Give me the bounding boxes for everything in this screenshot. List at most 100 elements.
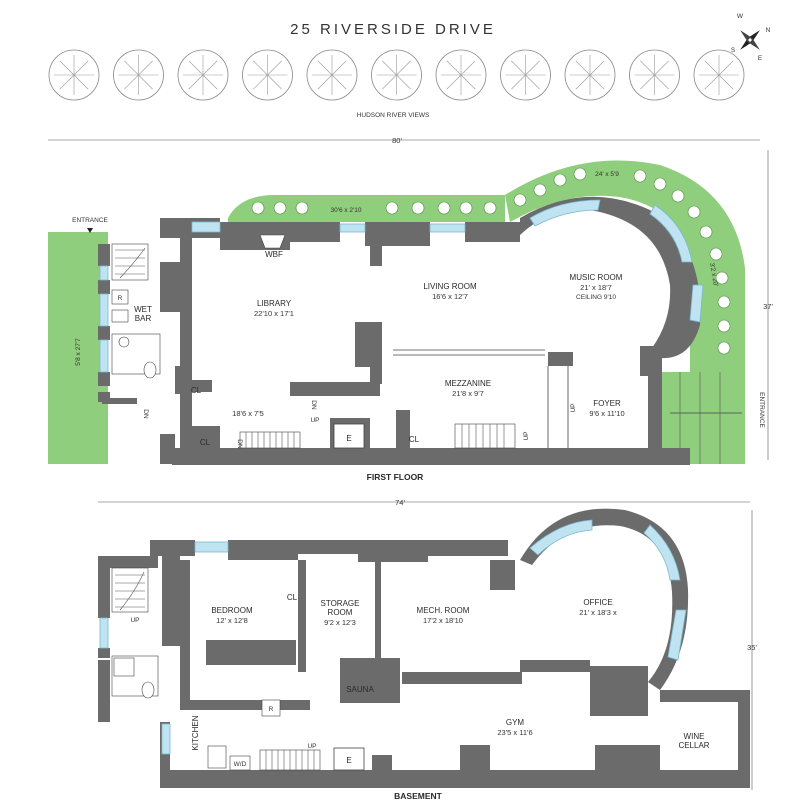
tree-branch xyxy=(589,74,605,90)
wbf-label: WBF xyxy=(265,250,283,259)
dn-label-3: DN xyxy=(310,400,317,410)
tree-branch xyxy=(511,74,526,90)
music-room-label: MUSIC ROOM xyxy=(570,273,623,282)
tree-branch xyxy=(446,60,462,76)
entrance-right-label: ENTRANCE xyxy=(758,392,765,428)
shrub-icon xyxy=(715,271,729,285)
tree-branch xyxy=(317,60,333,76)
tree-branch xyxy=(704,60,720,76)
tree-branch xyxy=(575,74,591,90)
curved-terrace xyxy=(505,160,745,372)
fridge-label: R xyxy=(118,295,123,302)
shrub-icon xyxy=(687,205,701,219)
mezzanine-label: MEZZANINE xyxy=(445,379,491,388)
shrub-icon xyxy=(671,189,685,203)
shrub-icon xyxy=(385,201,399,215)
sink-icon xyxy=(118,336,130,348)
tree-branch xyxy=(718,60,734,76)
basement-up-label-1: UP xyxy=(130,617,139,624)
tree-branch xyxy=(704,74,720,90)
basement-width-dim: 74' xyxy=(395,498,405,507)
gym-dim: 23'5 x 11'6 xyxy=(497,728,532,737)
shrub-icon xyxy=(459,201,473,215)
shrub-icon xyxy=(717,319,731,333)
shrub-icon xyxy=(437,201,451,215)
shrub-icon xyxy=(273,201,287,215)
tree-branch xyxy=(525,74,540,90)
tree-branch xyxy=(460,74,476,90)
shrub-icon xyxy=(295,201,309,215)
basement-windows xyxy=(99,519,687,755)
tree-branch xyxy=(331,60,347,76)
tree-branch xyxy=(640,60,655,76)
sink-bar-icon xyxy=(111,309,129,323)
sauna-label: SAUNA xyxy=(346,685,374,694)
stairs-left-icon xyxy=(111,243,149,281)
shrub-icon xyxy=(633,169,647,183)
tree-branch xyxy=(654,74,669,90)
first-floor-height-dim: 37' xyxy=(763,302,773,311)
top-terrace-dim: 30'6 x 2'10 xyxy=(330,207,361,214)
basement-toilet-icon xyxy=(141,681,155,699)
top-terrace xyxy=(228,195,505,222)
tree-branch xyxy=(396,60,411,76)
shrub-icon xyxy=(553,173,567,187)
shrub-icon xyxy=(513,193,527,207)
page-title: 25 RIVERSIDE DRIVE xyxy=(290,21,496,38)
curved-terrace-dim2: 3'2 x 20' xyxy=(708,262,719,287)
washer-dryer-label: W/D xyxy=(234,761,247,768)
terrace-shrubs xyxy=(251,167,731,355)
entrance-left-label: ENTRANCE xyxy=(72,217,108,224)
tree-branch xyxy=(575,60,591,76)
entrance-arrow-icon xyxy=(87,228,93,233)
tree-branch xyxy=(331,74,347,90)
tree-branch xyxy=(188,60,204,76)
tree-branch xyxy=(267,60,282,76)
tree-branch xyxy=(73,74,89,90)
left-terrace-dim: 5'8 x 27'7 xyxy=(75,338,82,366)
library-label: LIBRARY xyxy=(257,299,292,308)
tree-branch xyxy=(525,60,540,76)
tree-branch xyxy=(59,60,75,76)
first-floor-label: FIRST FLOOR xyxy=(367,472,424,482)
compass-s-label: S xyxy=(731,47,736,54)
fireplace-icon xyxy=(259,234,286,249)
compass-w-label: W xyxy=(737,13,744,20)
views-label: HUDSON RIVER VIEWS xyxy=(357,112,430,119)
dn-label-2: DN xyxy=(236,439,243,449)
tree-row xyxy=(48,49,745,101)
shrub-icon xyxy=(699,225,713,239)
shrub-icon xyxy=(411,201,425,215)
basement-fridge-label: R xyxy=(269,706,274,713)
stove-icon xyxy=(207,745,227,769)
music-room-ceiling: CEILING 9'10 xyxy=(576,294,616,301)
washer-dryer-icon xyxy=(229,755,251,771)
shrub-icon xyxy=(533,183,547,197)
compass-n-label: N xyxy=(766,27,771,34)
office-label: OFFICE xyxy=(583,598,612,607)
bedroom-label: BEDROOM xyxy=(211,606,253,615)
tree-branch xyxy=(253,60,268,76)
fridge-icon xyxy=(111,289,129,305)
gym-label: GYM xyxy=(506,718,525,727)
elevator-basement xyxy=(333,747,365,771)
kitchen-label: KITCHEN xyxy=(191,715,200,750)
living-room-label: LIVING ROOM xyxy=(423,282,477,291)
closet-label-2: CL xyxy=(200,438,211,447)
tree-branch xyxy=(124,74,139,90)
tree-branch xyxy=(202,74,218,90)
library-dim: 22'10 x 17'1 xyxy=(254,309,294,318)
closet-label-3: CL xyxy=(409,435,420,444)
shrub-icon xyxy=(717,295,731,309)
basement-elevator-label: E xyxy=(346,756,351,765)
first-floor-windows xyxy=(99,199,704,373)
music-room-dim: 21' x 18'7 xyxy=(580,283,612,292)
elevator-label: E xyxy=(346,434,351,443)
hall-dim: 18'6 x 7'5 xyxy=(232,409,264,418)
curved-terrace-dim: 24' x 5'9 xyxy=(595,171,619,178)
tree-branch xyxy=(446,74,462,90)
basement-height-dim: 35' xyxy=(747,643,757,652)
basement-walls xyxy=(98,508,750,788)
bedroom-dim: 12' x 12'8 xyxy=(216,616,248,625)
